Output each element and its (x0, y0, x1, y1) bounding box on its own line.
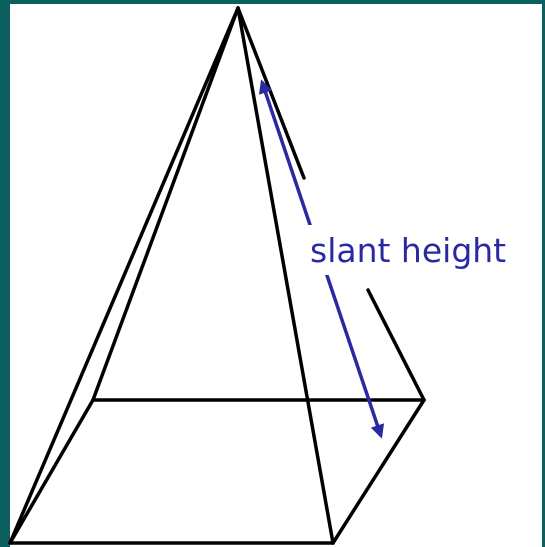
lateral-edge-back-right-lower (366, 288, 426, 402)
lateral-edge-front-left (8, 6, 240, 545)
label-backing (300, 225, 540, 275)
lateral-edge-back-right-upper (236, 6, 306, 180)
lateral-edge-front-right (236, 6, 335, 545)
slant-height-label: slant height (310, 231, 506, 270)
lateral-edge-back-left (91, 6, 240, 402)
base-left-edge (8, 398, 95, 545)
base-right-edge (331, 398, 426, 545)
